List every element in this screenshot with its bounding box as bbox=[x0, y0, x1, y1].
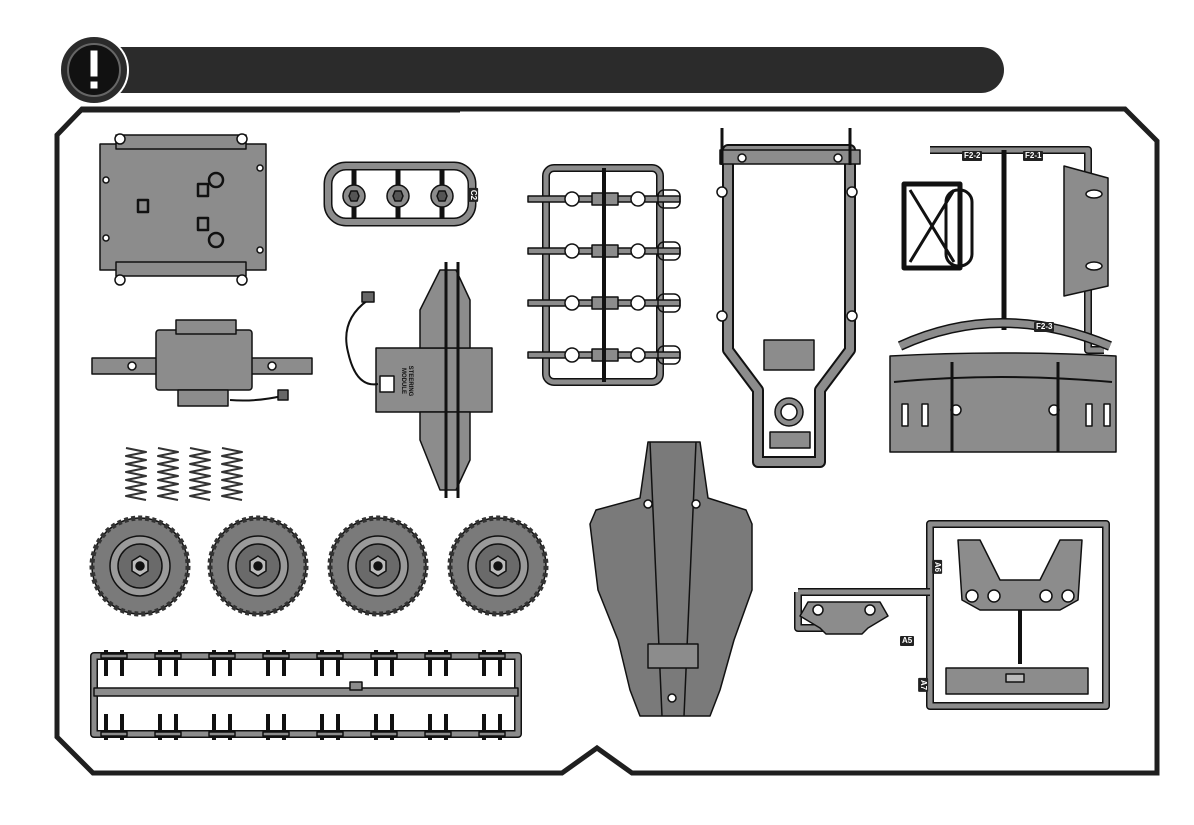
chassis-frame bbox=[717, 128, 860, 462]
steering-label-line1: STEERING bbox=[406, 359, 413, 403]
label-f2-3: F2-3 bbox=[1034, 322, 1054, 332]
label-c2: C2 bbox=[468, 188, 478, 202]
label-f2-2: F2-2 bbox=[962, 151, 982, 161]
label-a5: A5 bbox=[900, 636, 914, 646]
ball-joint-runner bbox=[328, 166, 472, 222]
bumper-sprue bbox=[890, 150, 1116, 452]
chassis-plate bbox=[100, 134, 266, 285]
steering-label-line2: MODULE bbox=[399, 359, 406, 403]
steering-module-label: STEERING MODULE bbox=[399, 359, 413, 403]
axle-assembly bbox=[92, 320, 312, 406]
link-runner bbox=[528, 168, 680, 382]
springs bbox=[126, 448, 242, 500]
shock-tower-sprue bbox=[798, 524, 1106, 706]
label-a6: A6 bbox=[932, 560, 942, 574]
wheels bbox=[92, 518, 546, 614]
steering-module bbox=[346, 262, 492, 498]
label-a7: A7 bbox=[918, 678, 928, 692]
pin-sprue bbox=[94, 650, 518, 740]
body-shell bbox=[590, 442, 752, 716]
label-f2-1: F2-1 bbox=[1023, 151, 1043, 161]
